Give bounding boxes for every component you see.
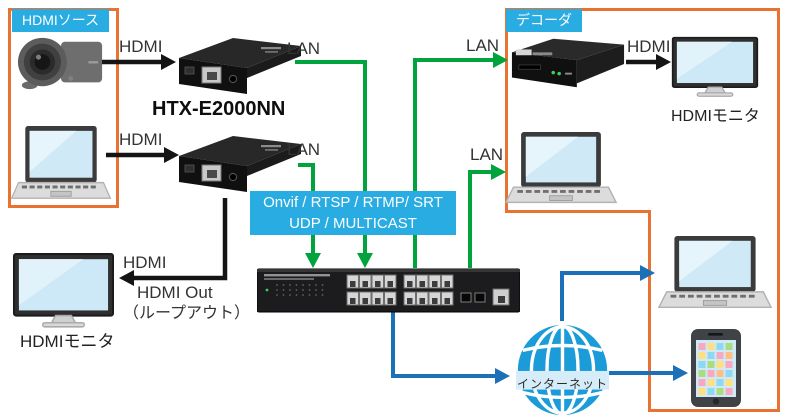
internet-line-switch <box>391 310 495 378</box>
hdmi-label-decoder: HDMI <box>627 37 671 56</box>
smartphone-icon <box>690 328 742 408</box>
loop-out-label: （ループアウト） <box>123 305 251 322</box>
hdmi-lines <box>100 59 656 281</box>
lan-label-laptop: LAN <box>470 145 504 164</box>
hdmi-label-loopout: HDMI <box>123 253 167 272</box>
video-camera-icon <box>16 32 106 94</box>
hdmi-monitor-top-label: HDMIモニタ <box>671 108 760 125</box>
protocol-box: Onvif / RTSP / RTMP/ SRT UDP / MULTICAST <box>250 191 456 235</box>
hdmi-line-loopout <box>134 198 228 281</box>
hdmi-label-camera: HDMI <box>119 37 163 56</box>
internet-line-laptop <box>560 271 640 321</box>
network-switch-device <box>257 266 520 314</box>
lan-label-encoder1: LAN <box>287 39 321 58</box>
internet-lines <box>391 271 673 378</box>
hdmi-out-label: HDMI Out <box>137 283 213 302</box>
viewer-laptop-icon <box>657 236 773 315</box>
lan-line-encoder1 <box>295 60 367 253</box>
decoder-group-border <box>505 8 780 412</box>
decoder-group-title: デコーダ <box>506 9 582 32</box>
decoder-device <box>508 33 628 93</box>
lan-line-laptop <box>468 170 491 268</box>
protocol-line2: UDP / MULTICAST <box>289 215 417 232</box>
hdmi-monitor-bottom-label: HDMIモニタ <box>20 332 115 351</box>
lan-label-encoder2: LAN <box>287 140 321 159</box>
decoder-laptop-icon <box>504 132 618 210</box>
hdmi-monitor-bottom-icon <box>12 252 115 334</box>
source-laptop-icon <box>10 126 112 206</box>
encoder1-device <box>175 30 305 96</box>
internet-label: インターネット <box>516 377 608 391</box>
hdmi-label-laptop: HDMI <box>119 130 163 149</box>
lan-line-decoder <box>413 58 493 268</box>
lan-lines <box>295 58 493 268</box>
hdmi-source-group-title: HDMIソース <box>12 9 110 32</box>
hdmi-arrowheads <box>119 54 671 286</box>
switch-ports <box>346 274 510 306</box>
lan-arrowheads <box>305 52 508 268</box>
encoder-model-label: HTX-E2000NN <box>152 98 286 120</box>
internet-arrowheads <box>495 265 688 384</box>
hdmi-monitor-top-icon <box>671 36 759 102</box>
internet-globe-icon <box>514 320 611 418</box>
protocol-line1: Onvif / RTSP / RTMP/ SRT <box>263 194 443 211</box>
lan-label-decoder: LAN <box>466 36 500 55</box>
encoder2-device <box>175 128 305 194</box>
